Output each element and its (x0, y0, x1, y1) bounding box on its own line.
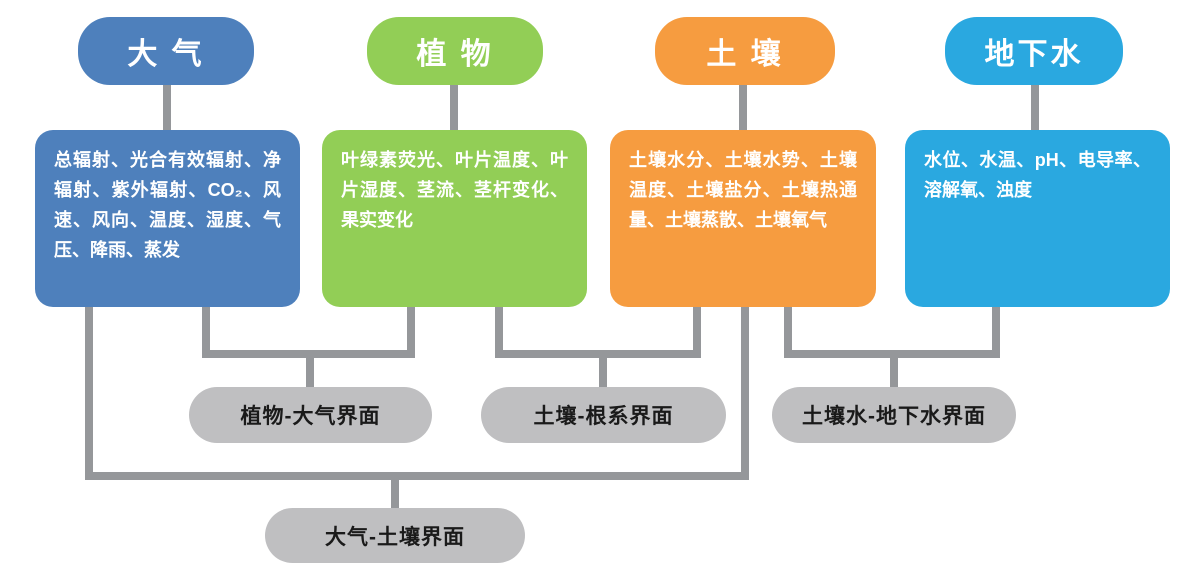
interface-soilwater-groundwater: 土壤水-地下水界面 (772, 387, 1016, 443)
atmosphere-soil-bracket-bar (85, 472, 749, 480)
plant-params-box: 叶绿素荧光、叶片温度、叶片湿度、茎流、茎杆变化、果实变化 (322, 130, 587, 307)
soil-root-bracket-left (495, 307, 503, 358)
atmosphere-soil-bracket-right (741, 307, 749, 480)
atmosphere-soil-bracket-stub (391, 478, 399, 508)
soilwater-groundwater-bracket-right (992, 307, 1000, 358)
groundwater-header-connector (1031, 85, 1039, 130)
atmosphere-soil-bracket-left (85, 307, 93, 480)
soil-root-bracket-right (693, 307, 701, 358)
plant-atmosphere-bracket-right (407, 307, 415, 358)
atmosphere-header: 大 气 (78, 17, 254, 85)
soil-header: 土 壤 (655, 17, 835, 85)
plant-header: 植 物 (367, 17, 543, 85)
soil-root-bracket-stub (599, 356, 607, 387)
atmosphere-params-box: 总辐射、光合有效辐射、净辐射、紫外辐射、CO₂、风速、风向、温度、湿度、气压、降… (35, 130, 300, 307)
soil-root-bracket-bar (495, 350, 701, 358)
plant-atmosphere-bracket-stub (306, 356, 314, 387)
plant-atmosphere-bracket-bar (202, 350, 415, 358)
groundwater-params-box: 水位、水温、pH、电导率、溶解氧、浊度 (905, 130, 1170, 307)
soilwater-groundwater-bracket-stub (890, 356, 898, 387)
soilwater-groundwater-bracket-left (784, 307, 792, 358)
interface-plant-atmosphere: 植物-大气界面 (189, 387, 432, 443)
soil-params-box: 土壤水分、土壤水势、土壤温度、土壤盐分、土壤热通量、土壤蒸散、土壤氧气 (610, 130, 876, 307)
plant-header-connector (450, 85, 458, 130)
plant-atmosphere-bracket-left (202, 307, 210, 358)
interface-atmosphere-soil: 大气-土壤界面 (265, 508, 525, 563)
interface-soil-root: 土壤-根系界面 (481, 387, 726, 443)
soilwater-groundwater-bracket-bar (784, 350, 1000, 358)
groundwater-header: 地下水 (945, 17, 1123, 85)
soil-header-connector (739, 85, 747, 130)
atmosphere-header-connector (163, 85, 171, 130)
